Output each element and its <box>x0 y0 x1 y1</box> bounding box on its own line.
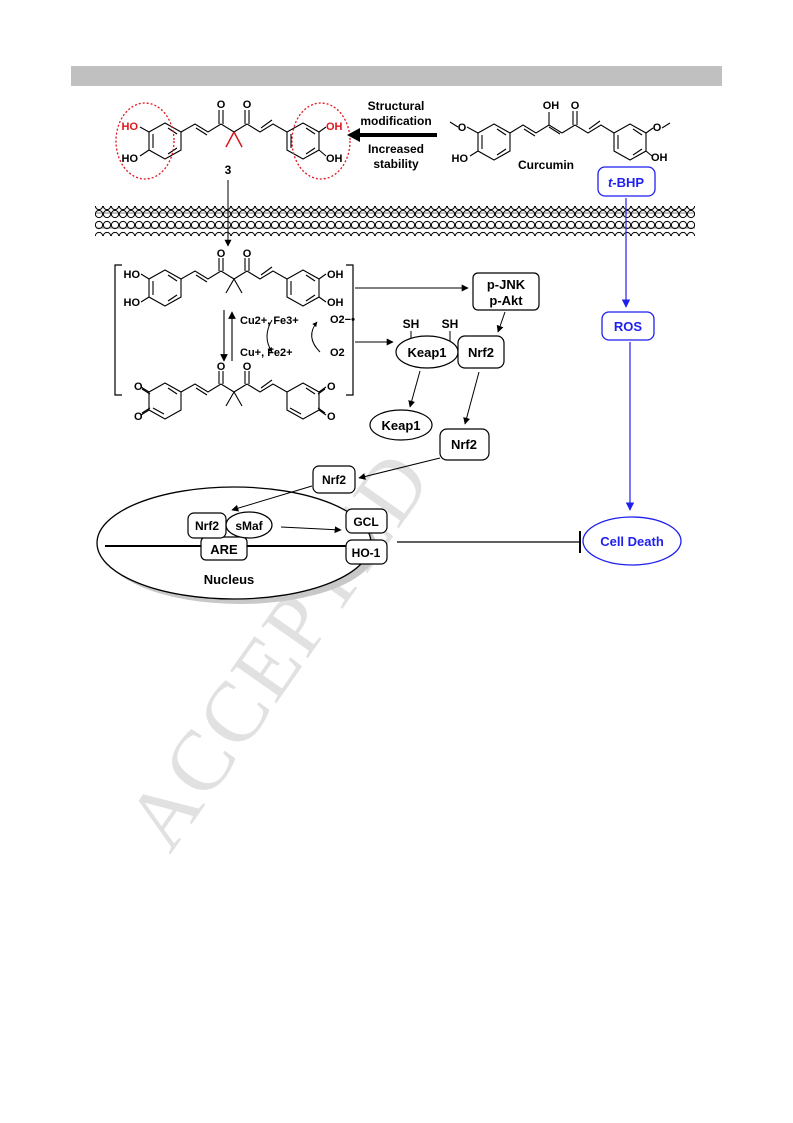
tbhp-italic: t <box>608 175 613 190</box>
gcl-label: GCL <box>353 515 378 529</box>
carbonyl-o-right: O <box>243 99 252 111</box>
nrf2-translocating-label: Nrf2 <box>322 473 346 487</box>
nrf2-free-node <box>439 428 490 461</box>
compound-3-structure <box>139 110 327 160</box>
catechol-ho-2: HO <box>124 297 141 309</box>
keap1-release-arrow <box>408 370 421 408</box>
superoxide-label: O2−• <box>330 314 355 326</box>
redox-bracket <box>114 264 354 396</box>
quinone-o-5: O <box>327 381 336 393</box>
tbhp-node <box>597 166 656 197</box>
curcumin-ho-left: HO <box>452 153 469 165</box>
nrf2-complex-node <box>457 335 505 369</box>
curcumin-oh-enol: OH <box>543 100 560 112</box>
quinone-form-structure <box>140 371 327 420</box>
ros-node <box>601 311 655 341</box>
ho1-node <box>345 539 388 565</box>
cell-death-label: Cell Death <box>600 534 664 549</box>
quinone-o-2: O <box>134 411 143 423</box>
quinone-o-1: O <box>134 381 143 393</box>
oxygen-cycle-arrow <box>311 321 321 353</box>
cell-death-node <box>582 516 682 566</box>
nucleus-label: Nucleus <box>204 572 255 587</box>
catechol-highlight-right <box>291 102 351 180</box>
curcumin-oh-right: OH <box>651 152 668 164</box>
quinone-o-6: O <box>327 411 336 423</box>
oxygen-label: O2 <box>330 347 345 359</box>
tbhp-rest: -BHP <box>612 175 644 190</box>
metal-cycle-arrow <box>266 319 273 353</box>
modification-label-2: modification <box>360 114 431 128</box>
nrf2-release-arrow <box>463 371 480 425</box>
curcumin-o-keto: O <box>571 100 580 112</box>
curcumin-label: Curcumin <box>518 158 574 172</box>
hydroxyl-left-bottom: HO <box>122 153 139 165</box>
stability-label-2: stability <box>373 157 419 171</box>
keap1-free-node <box>369 409 433 441</box>
catechol-ho-1: HO <box>124 269 141 281</box>
hydroxyl-right-bottom: OH <box>326 153 343 165</box>
quinone-o-3: O <box>217 361 226 373</box>
carbonyl-o-left: O <box>217 99 226 111</box>
thiol-label-right: SH <box>442 317 459 331</box>
curcumin-o-methoxy-right: O <box>653 122 662 134</box>
header-bar <box>71 66 722 86</box>
catechol-oh-1: OH <box>327 269 344 281</box>
quinone-o-4: O <box>243 361 252 373</box>
smaf-node <box>225 511 273 539</box>
keap1-free-label: Keap1 <box>381 418 420 433</box>
modification-label-1: Structural <box>368 99 425 113</box>
kinase-box <box>472 272 540 311</box>
methyl-highlight-right <box>233 131 243 148</box>
hydroxyl-left-top: HO <box>122 121 139 133</box>
hydroxyl-right-top: OH <box>326 121 343 133</box>
methyl-highlight-left <box>225 131 235 148</box>
nrf2-translocation-arrow <box>358 457 441 480</box>
reductant-metals: Cu+, Fe2+ <box>240 347 293 359</box>
thiol-label-left: SH <box>403 317 420 331</box>
are-label: ARE <box>210 542 238 557</box>
oxidant-metals: Cu2+, Fe3+ <box>240 315 299 327</box>
nrf2-nuclear-label: Nrf2 <box>195 519 219 533</box>
p-akt-label: p-Akt <box>489 293 523 308</box>
ho1-label: HO-1 <box>352 546 381 560</box>
tbhp-label: t-BHP <box>608 175 644 190</box>
nrf2-translocating-node <box>312 465 356 494</box>
smaf-label: sMaf <box>235 519 263 533</box>
p-jnk-label: p-JNK <box>487 277 526 292</box>
kinase-to-nrf2-arrow <box>496 311 506 333</box>
catechol-oh-2: OH <box>327 297 344 309</box>
nrf2-complex-label: Nrf2 <box>468 345 494 360</box>
gcl-node <box>345 508 388 534</box>
curcumin-o-methoxy-left: O <box>458 122 467 134</box>
keap1-complex-label: Keap1 <box>407 345 446 360</box>
cell-membrane <box>95 206 695 236</box>
nrf2-import-arrow <box>231 485 313 512</box>
catechol-form-structure <box>140 258 327 307</box>
curcumin-structure <box>449 111 671 161</box>
compound-number: 3 <box>225 163 232 177</box>
catechol-o-left: O <box>217 248 226 260</box>
catechol-highlight-left <box>115 102 175 180</box>
stability-label-1: Increased <box>368 142 424 156</box>
ros-label: ROS <box>614 319 643 334</box>
nrf2-free-label: Nrf2 <box>451 437 477 452</box>
transcription-arrow <box>280 526 342 534</box>
catechol-o-right: O <box>243 248 252 260</box>
